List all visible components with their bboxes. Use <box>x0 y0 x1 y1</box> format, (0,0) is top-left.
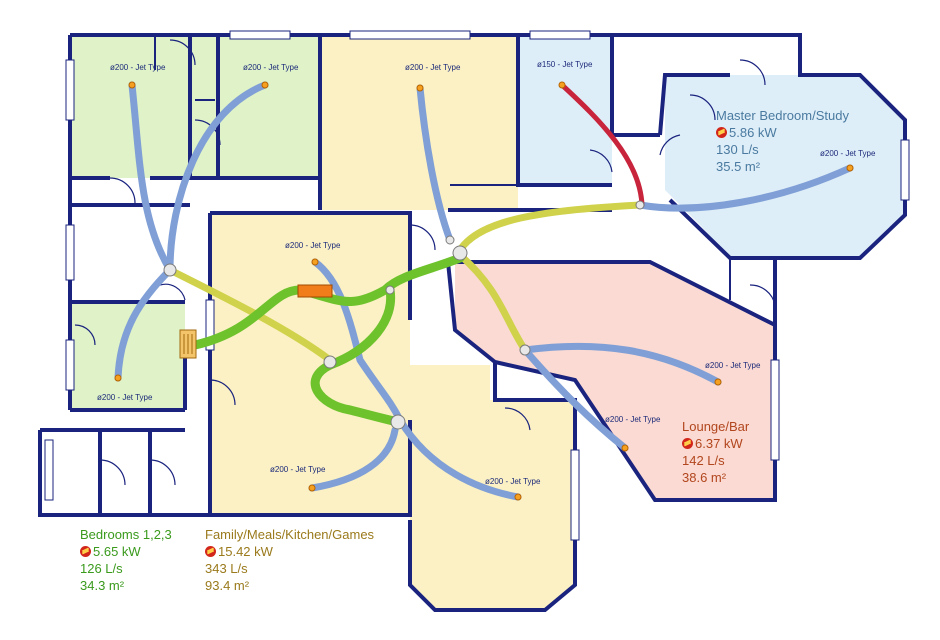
duct-family-top <box>416 84 454 244</box>
zone-flow-bedrooms: 126 L/s <box>80 561 123 576</box>
zone-area-family: 93.4 m² <box>205 578 250 593</box>
zone-fill-lounge <box>455 262 775 500</box>
zone-fill-master <box>520 35 612 185</box>
flame-icon <box>716 127 727 138</box>
flame-icon <box>682 438 693 449</box>
zone-info-lounge: Lounge/Bar 6.37 kW 142 L/s 38.6 m² <box>682 418 749 486</box>
zone-fills <box>70 35 905 610</box>
zone-kw-master: 5.86 kW <box>729 125 777 140</box>
zone-name-lounge: Lounge/Bar <box>682 419 750 434</box>
windows <box>44 30 910 541</box>
duct-bedroom1 <box>128 81 174 274</box>
outlet-label-bedroom2: ø200 - Jet Type <box>243 63 299 72</box>
zone-fill-bedrooms <box>70 35 318 178</box>
outlet-label-lounge-right: ø200 - Jet Type <box>705 361 761 370</box>
duct-lounge-left <box>521 346 629 452</box>
duct-yellow-lounge <box>456 251 529 354</box>
outlet-label-master-study: ø150 - Jet Type <box>537 60 593 69</box>
outlet-diffusers <box>114 81 854 501</box>
duct-bedroom2 <box>166 81 269 274</box>
duct-green-south <box>310 360 403 427</box>
duct-family-south-right <box>396 416 522 501</box>
duct-green-main <box>190 253 465 350</box>
outlet-label-bedroom1: ø200 - Jet Type <box>110 63 166 72</box>
zone-fill-family-main <box>210 213 410 515</box>
duct-family-south-left <box>308 426 399 492</box>
outlet-label-family-center: ø200 - Jet Type <box>285 241 341 250</box>
outlet-labels: ø200 - Jet Type ø200 - Jet Type ø200 - J… <box>97 60 876 486</box>
zone-kw-bedrooms: 5.65 kW <box>93 544 141 559</box>
duct-family-center <box>311 258 404 424</box>
zone-info-family: Family/Meals/Kitchen/Games 15.42 kW 343 … <box>205 526 374 594</box>
outlet-label-lounge-left: ø200 - Jet Type <box>605 415 661 424</box>
outlet-label-family-south-right: ø200 - Jet Type <box>485 477 541 486</box>
zone-flow-family: 343 L/s <box>205 561 248 576</box>
walls <box>38 33 907 612</box>
zone-kw-lounge: 6.37 kW <box>695 436 743 451</box>
outlet-label-family-south-left: ø200 - Jet Type <box>270 465 326 474</box>
zone-area-bedrooms: 34.3 m² <box>80 578 125 593</box>
zone-name-master: Master Bedroom/Study <box>716 108 849 123</box>
duct-lounge-right <box>521 342 722 386</box>
duct-green-loop <box>325 285 396 370</box>
flame-icon <box>80 546 91 557</box>
zone-info-bedrooms: Bedrooms 1,2,3 5.65 kW 126 L/s 34.3 m² <box>80 526 172 594</box>
duct-yellow-east <box>456 201 644 254</box>
duct-bedroom3 <box>114 266 174 382</box>
zone-flow-master: 130 L/s <box>716 142 759 157</box>
outlet-label-bedroom3: ø200 - Jet Type <box>97 393 153 402</box>
flame-icon <box>205 546 216 557</box>
outlet-label-master-bedroom: ø200 - Jet Type <box>820 149 876 158</box>
zone-fill-family-top <box>320 35 518 210</box>
zone-area-master: 35.5 m² <box>716 159 761 174</box>
interior-thin-walls <box>154 35 731 300</box>
heater-unit <box>297 284 333 298</box>
zone-area-lounge: 38.6 m² <box>682 470 727 485</box>
junctions <box>163 200 645 430</box>
zone-fill-bedrooms-lower <box>70 302 185 410</box>
duct-red <box>559 82 645 208</box>
outlet-label-family-top: ø200 - Jet Type <box>405 63 461 72</box>
zone-name-family: Family/Meals/Kitchen/Games <box>205 527 375 542</box>
zone-flow-lounge: 142 L/s <box>682 453 725 468</box>
duct-master <box>636 164 854 212</box>
door-swings <box>74 39 776 486</box>
zone-fill-master-oct <box>665 75 905 258</box>
zone-info-master: Master Bedroom/Study 5.86 kW 130 L/s 35.… <box>716 107 849 175</box>
zone-name-bedrooms: Bedrooms 1,2,3 <box>80 527 172 542</box>
ducts <box>114 81 854 501</box>
zone-kw-family: 15.42 kW <box>218 544 273 559</box>
